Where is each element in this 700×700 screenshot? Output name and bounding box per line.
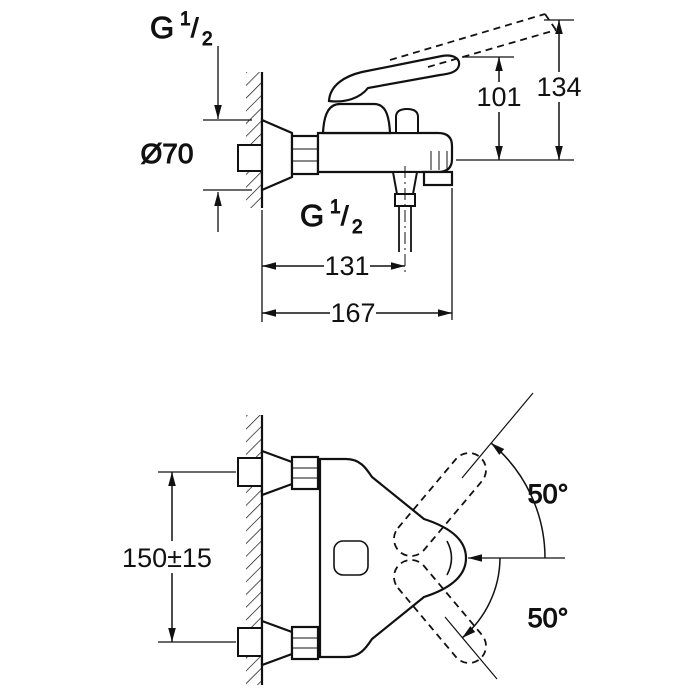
supply-union-square — [237, 144, 263, 172]
swivel-angle-lower-label: 50° — [528, 603, 569, 633]
supply-union-square-bottom — [237, 627, 263, 657]
escutcheon-diameter-label: Ø70 — [141, 138, 194, 169]
spout-height-label: 101 — [476, 82, 521, 112]
escutcheon-profile — [260, 118, 294, 192]
escutcheon-top — [260, 449, 294, 497]
supply-union-square-top — [237, 457, 263, 487]
shower-hose — [398, 206, 412, 252]
plan-view-drawing: 50° 50° 150±15 — [112, 392, 569, 685]
projection-outlet-label: 131 — [324, 251, 369, 281]
dim-131-bg — [324, 251, 370, 281]
side-view-drawing: G 1 / 2 Ø70 101 134 G 1 / 2 — [140, 9, 582, 328]
escutcheon-bottom — [260, 619, 294, 667]
body-tip-detail — [446, 540, 453, 576]
projection-total-label: 167 — [330, 298, 375, 328]
total-height-label: 134 — [536, 72, 581, 102]
diverter-knob — [395, 107, 419, 134]
thread-size-label-top: G 1 / 2 — [150, 9, 213, 50]
swivel-ref-line-upper — [461, 392, 534, 479]
dim-167-bg — [330, 298, 376, 328]
mixer-body-plan — [318, 457, 468, 659]
dim-101-bg — [477, 82, 521, 112]
mounting-nut-top — [290, 455, 320, 491]
body-inner-detail — [333, 540, 369, 576]
aerator — [422, 170, 454, 187]
mounting-nut-bottom — [290, 625, 320, 661]
swivel-arc-lower — [461, 557, 501, 639]
lever-raised-outline — [389, 13, 557, 68]
cartridge-dome — [321, 102, 392, 135]
wall-hatching — [246, 72, 262, 208]
dim-150-bg — [112, 541, 224, 573]
dim-134-bg — [536, 72, 582, 102]
swivel-outline-lower — [393, 559, 487, 664]
swivel-arc-upper — [490, 442, 546, 559]
mounting-nut — [290, 134, 320, 176]
swivel-outline-upper — [393, 452, 487, 557]
swivel-ref-line-lower — [444, 616, 498, 680]
lever-handle — [327, 54, 461, 103]
aerator-detail-lines — [430, 151, 448, 170]
thread-size-label-outlet: G 1 / 2 — [300, 197, 363, 238]
connection-distance-label: 150±15 — [122, 543, 212, 573]
swivel-angle-upper-label: 50° — [528, 479, 569, 509]
mixer-body — [316, 131, 454, 174]
